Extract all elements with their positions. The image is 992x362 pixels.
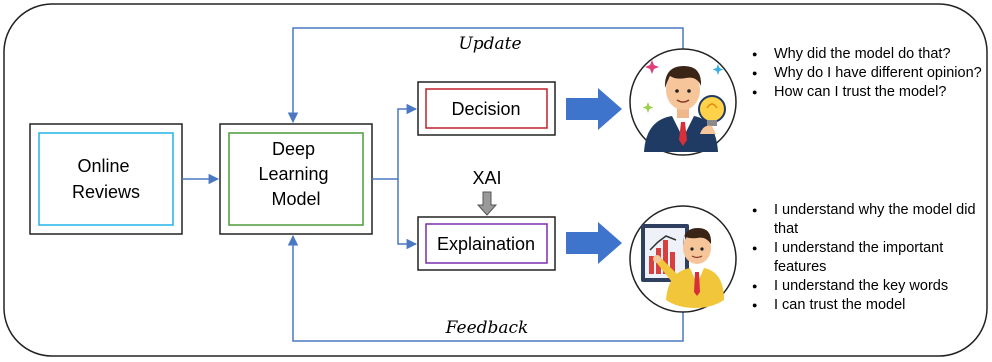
questions-list: Why did the model do that? Why do I have… <box>752 45 982 102</box>
model-to-decision-arrow <box>372 103 418 180</box>
online-reviews-label: Online Reviews <box>72 156 140 202</box>
list-item: Why do I have different opinion? <box>752 64 982 83</box>
deep-learning-model-box: Deep Learning Model <box>219 123 373 235</box>
list-item: How can I trust the model? <box>752 83 982 102</box>
outer-frame <box>3 3 988 357</box>
online-reviews-box: Online Reviews <box>29 123 183 235</box>
list-item: I can trust the model <box>752 296 984 315</box>
list-item: I understand why the model did that <box>752 201 984 239</box>
model-label: Deep Learning Model <box>258 139 333 209</box>
feedback-label: Feedback <box>445 318 529 338</box>
businessman-lightbulb-icon <box>629 48 737 156</box>
explanation-box: Explaination <box>417 216 556 271</box>
model-to-explanation-arrow <box>397 179 418 250</box>
list-item: I understand the important features <box>752 239 984 277</box>
update-arrow <box>287 27 684 124</box>
list-item: I understand the key words <box>752 277 984 296</box>
understanding-list: I understand why the model did that I un… <box>752 201 984 315</box>
decision-box: Decision <box>417 81 556 136</box>
xai-label: XAI <box>472 168 501 188</box>
decision-label: Decision <box>451 99 520 119</box>
xai-arrow <box>476 191 498 216</box>
list-item: Why did the model do that? <box>752 45 982 64</box>
update-label: Update <box>458 34 521 54</box>
feedback-arrow <box>287 234 684 342</box>
explanation-block-arrow <box>566 222 622 264</box>
explanation-label: Explaination <box>437 234 535 254</box>
decision-block-arrow <box>566 88 622 130</box>
presenter-chart-icon <box>629 205 737 313</box>
